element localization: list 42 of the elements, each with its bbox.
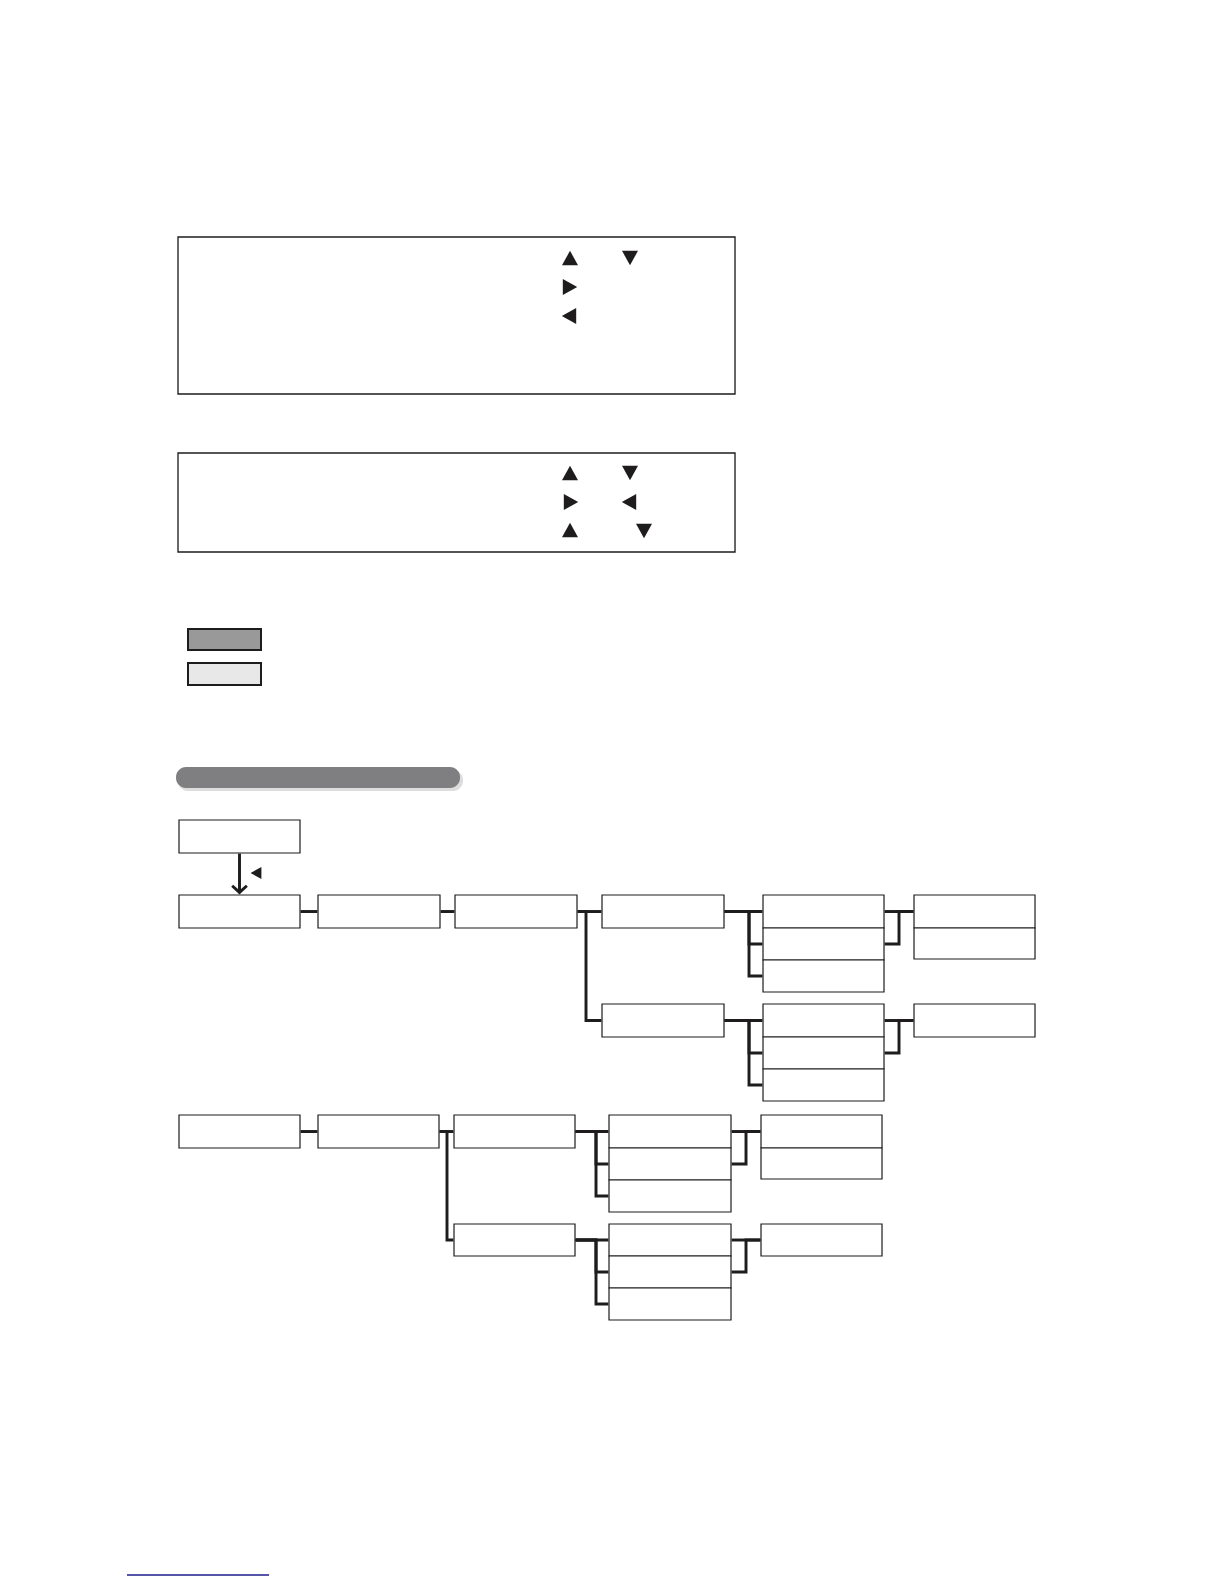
menu-box	[317, 1114, 440, 1149]
connector-line	[731, 1130, 761, 1166]
menu-box	[608, 1287, 732, 1321]
menu-box	[762, 927, 885, 961]
connector-line	[575, 1130, 609, 1198]
connector-line	[575, 1238, 609, 1306]
menu-box	[601, 894, 725, 929]
menu-box	[760, 1223, 883, 1257]
connector-line	[724, 910, 763, 978]
connector-line	[724, 1019, 763, 1087]
menu-box	[760, 1147, 883, 1180]
menu-box	[762, 1068, 885, 1102]
connector-line	[439, 1130, 454, 1242]
menu-box	[608, 1179, 732, 1213]
menu-box	[762, 959, 885, 993]
connector-line	[440, 910, 455, 913]
menu-box	[454, 894, 578, 929]
menu-box	[608, 1223, 732, 1257]
menu-box	[178, 894, 301, 929]
menu-box	[178, 819, 301, 854]
menu-box	[762, 894, 885, 929]
menu-box	[317, 894, 441, 929]
menu-box	[760, 1114, 883, 1149]
menu-box	[178, 1114, 301, 1149]
connector-line	[884, 1019, 914, 1055]
menu-box	[453, 1223, 576, 1257]
connector-line	[300, 1130, 318, 1133]
menu-box	[762, 1003, 885, 1038]
menu-box	[601, 1003, 725, 1038]
menu-box	[453, 1114, 576, 1149]
connector-line	[300, 910, 318, 913]
menu-box	[608, 1114, 732, 1149]
connector-line	[884, 910, 914, 946]
arrow	[231, 853, 248, 895]
connector-line	[577, 910, 602, 1022]
menu-box	[913, 927, 1036, 960]
menu-box	[913, 1003, 1036, 1038]
menu-box	[913, 894, 1036, 929]
menu-box	[608, 1255, 732, 1289]
connector-line	[731, 1238, 761, 1274]
menu-box	[608, 1147, 732, 1181]
menu-box	[762, 1036, 885, 1070]
